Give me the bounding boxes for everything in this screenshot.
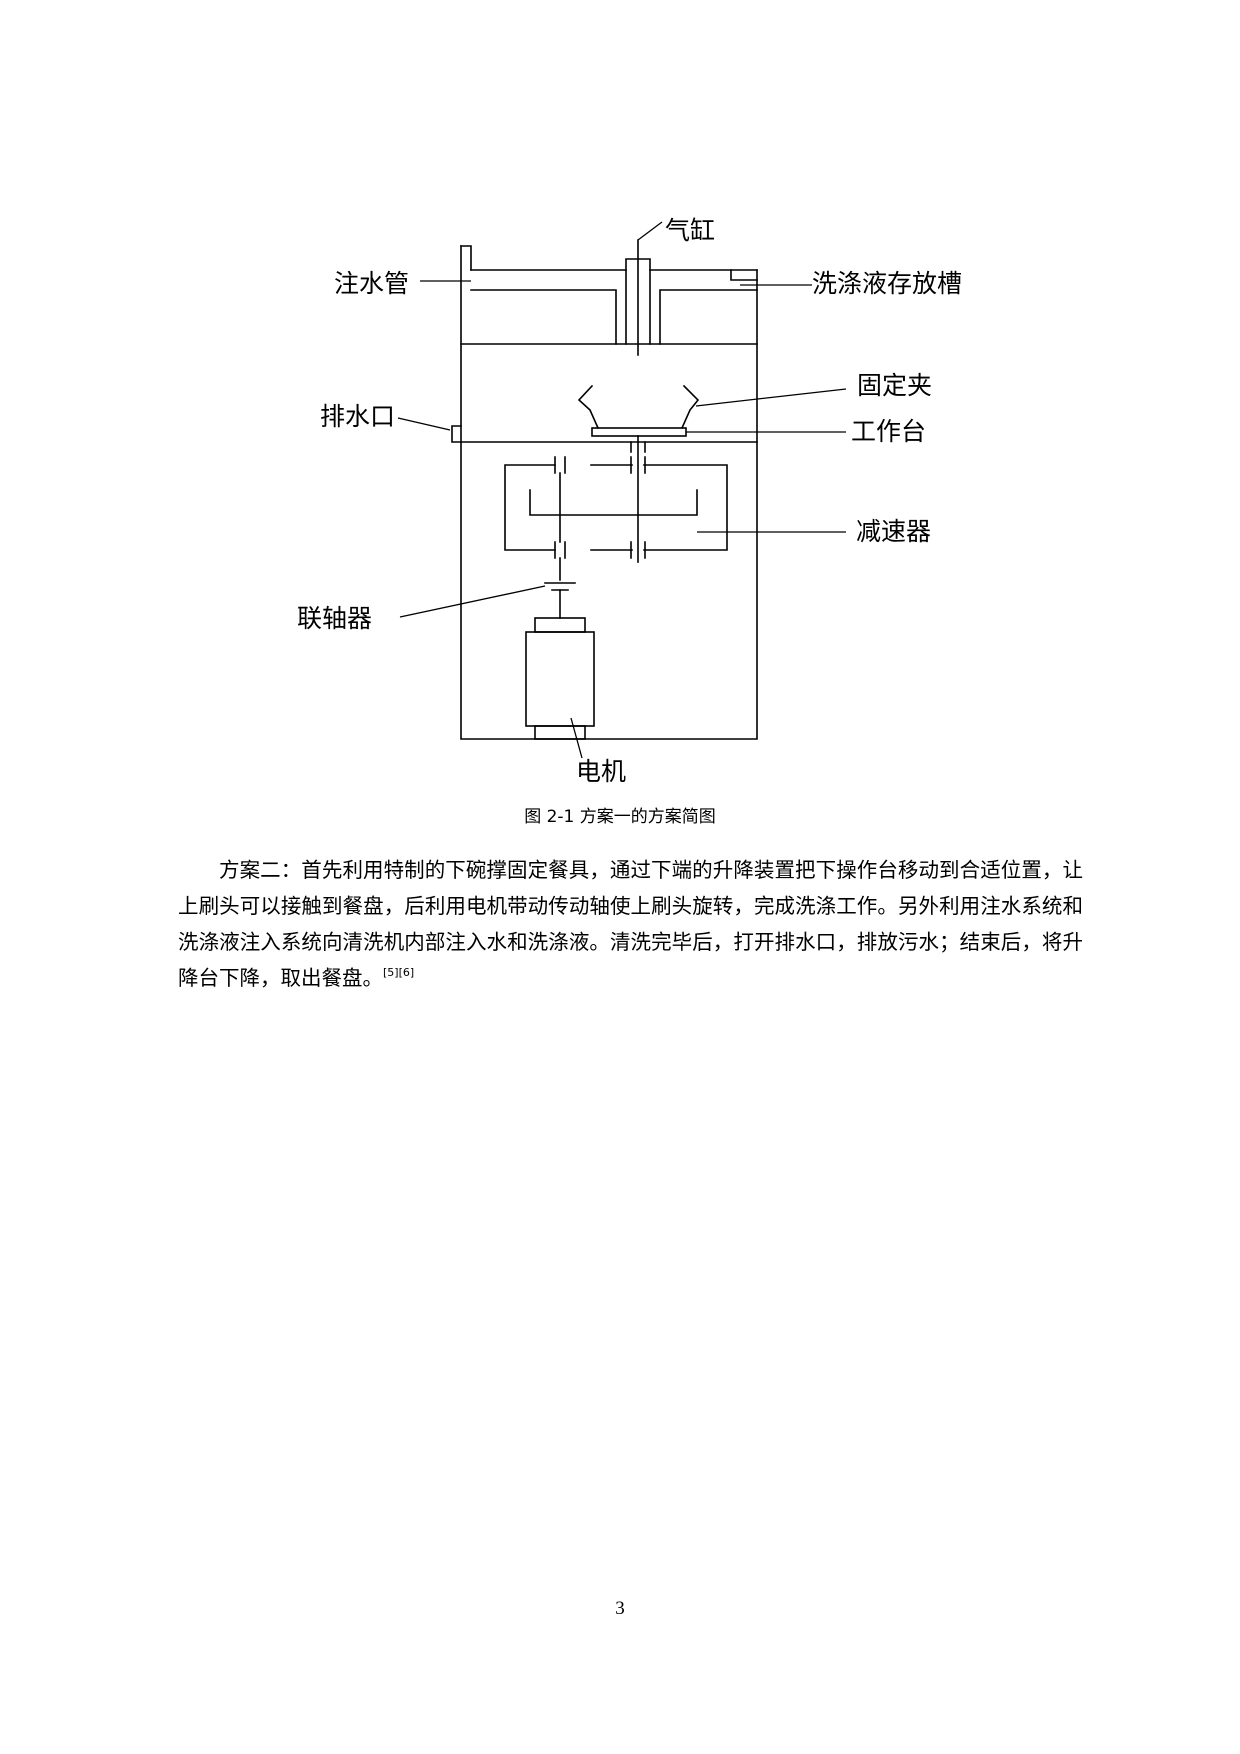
cylinder-body [625,258,651,345]
label-reducer: 减速器 [856,517,931,546]
fixing-clamp-right [680,384,700,430]
reducer-gears-bottom [554,541,646,559]
drain-outlet [451,425,462,443]
worktable [591,427,687,437]
leader-cylinder [637,221,663,241]
figure-caption: 图 2-1 方案一的方案简图 [524,807,716,827]
reducer-inner [529,489,698,516]
citation-reference[interactable]: [5][6] [383,966,415,979]
page-number: 3 [615,1598,625,1619]
leader-motor [570,717,583,759]
leader-fixing-clamp [695,388,847,407]
motor-cap-top [534,617,586,633]
shaft-bearing-top [630,441,646,453]
paragraph-text: 方案二：首先利用特制的下碗撑固定餐具，通过下端的升降装置把下操作台移动到合适位置… [178,858,1083,990]
motor-body [525,631,595,727]
label-drain-outlet: 排水口 [320,402,395,431]
water-pipe-channel [470,289,617,345]
label-worktable: 工作台 [851,417,926,446]
machine-frame [460,245,758,740]
detergent-channel [659,269,758,345]
reducer-outer [504,464,728,551]
leader-coupling [399,585,546,618]
label-motor: 电机 [576,757,626,786]
leader-drain-outlet [397,417,451,431]
motor-cap-bottom [534,725,586,740]
reducer-gears-top [554,456,646,474]
scheme-diagram: 气缸 注水管 洗涤液存放槽 固定夹 排水口 工作台 减速器 联轴器 电机 [297,216,962,786]
label-cylinder: 气缸 [665,216,715,245]
label-coupling: 联轴器 [297,604,372,633]
body-paragraph: 方案二：首先利用特制的下碗撑固定餐具，通过下端的升降装置把下操作台移动到合适位置… [178,852,1083,996]
label-water-pipe: 注水管 [334,269,409,298]
label-detergent-tank: 洗涤液存放槽 [812,269,962,298]
label-fixing-clamp: 固定夹 [857,371,932,400]
fixing-clamp-left [577,384,600,430]
water-pipe-stub [460,245,472,271]
